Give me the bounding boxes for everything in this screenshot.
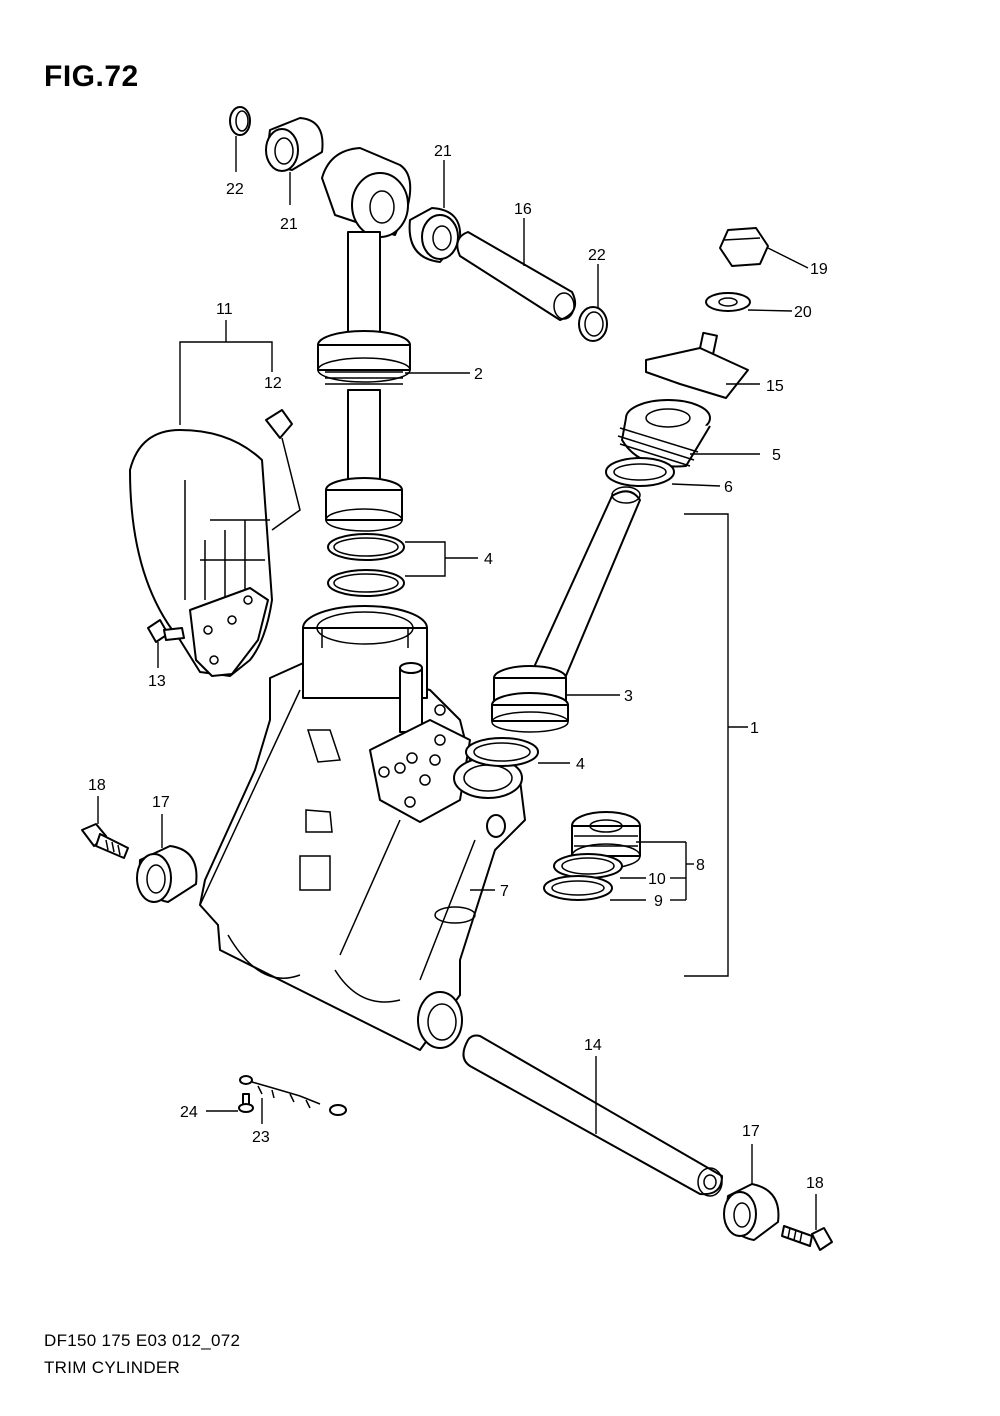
callout-11: 11 — [216, 301, 233, 318]
callout-18-left: 18 — [88, 777, 106, 794]
snap-ring-22-right — [578, 264, 608, 342]
callout-15: 15 — [766, 378, 784, 395]
callout-12: 12 — [264, 375, 282, 392]
trim-rod-piston-2 — [317, 330, 470, 483]
callout-14: 14 — [584, 1037, 602, 1054]
boot-12 — [265, 409, 301, 531]
figure-title: FIG.72 — [44, 60, 139, 93]
pin-16 — [456, 218, 576, 321]
bushing-21-left — [265, 117, 324, 205]
cover-11 — [129, 320, 273, 677]
callout-9: 9 — [654, 893, 663, 910]
callout-6: 6 — [724, 479, 733, 496]
ring-6 — [605, 457, 721, 487]
cap-15 — [645, 331, 760, 399]
rod-3 — [491, 486, 641, 733]
o-ring-4-lower — [465, 737, 570, 767]
callout-21-left: 21 — [280, 216, 298, 233]
callout-22-right: 22 — [588, 247, 606, 264]
callout-17-right: 17 — [742, 1123, 760, 1140]
gland-5 — [617, 399, 760, 468]
bushing-17-left — [136, 814, 198, 903]
ring-9 — [543, 875, 613, 901]
callout-19: 19 — [810, 261, 828, 278]
callout-10: 10 — [648, 871, 666, 888]
callout-2: 2 — [474, 366, 483, 383]
bolt-18-right — [781, 1194, 833, 1251]
ring-10 — [553, 853, 623, 879]
callout-20: 20 — [794, 304, 812, 321]
callout-bracket-8 — [610, 841, 694, 901]
callout-4-lower: 4 — [576, 756, 585, 773]
tube-14 — [462, 1034, 723, 1197]
trim-rod-eye — [321, 147, 412, 333]
callout-18-right: 18 — [806, 1175, 824, 1192]
diagram-name: TRIM CYLINDER — [44, 1358, 181, 1377]
callout-13: 13 — [148, 673, 166, 690]
piston-lower — [325, 477, 403, 532]
o-rings-4-upper — [327, 533, 478, 597]
callout-5: 5 — [772, 447, 781, 464]
callout-3: 3 — [624, 688, 633, 705]
callout-21-right: 21 — [434, 143, 452, 160]
callout-4-upper: 4 — [484, 551, 493, 568]
piston-8 — [571, 811, 641, 869]
callout-17-left: 17 — [152, 794, 170, 811]
callout-16: 16 — [514, 201, 532, 218]
assembly-bracket-1 — [684, 513, 748, 977]
screw-24 — [206, 1093, 254, 1113]
cylinder-body-7 — [199, 605, 526, 1051]
ground-wire-23 — [239, 1075, 347, 1124]
callout-22-left: 22 — [226, 181, 244, 198]
callout-7: 7 — [500, 883, 509, 900]
snap-ring-22-left — [229, 106, 251, 172]
callout-23: 23 — [252, 1129, 270, 1146]
diagram-code: DF150 175 E03 012_072 — [44, 1331, 241, 1350]
bushing-21-right — [408, 160, 462, 263]
callout-24: 24 — [180, 1104, 198, 1121]
bushing-17-right — [723, 1144, 780, 1241]
washer-20 — [705, 292, 793, 312]
bolt-13 — [147, 619, 185, 668]
callout-1: 1 — [750, 720, 759, 737]
callout-8: 8 — [696, 857, 705, 874]
bolt-18-left — [81, 796, 129, 859]
nut-19 — [719, 227, 809, 269]
